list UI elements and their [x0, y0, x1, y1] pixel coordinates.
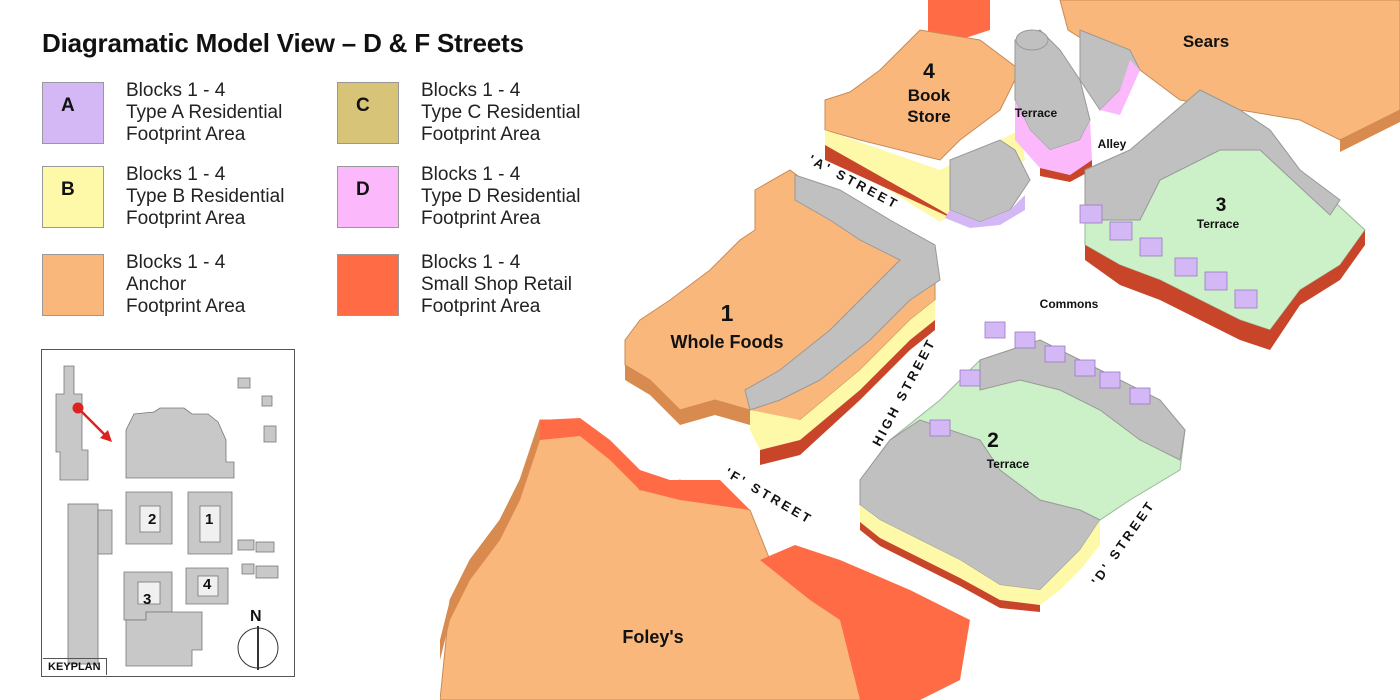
legend-line: Blocks 1 - 4 — [126, 252, 245, 274]
legend-line: Blocks 1 - 4 — [126, 164, 284, 186]
legend-letter: D — [356, 179, 370, 201]
keyplan-block-label: 4 — [203, 576, 211, 593]
legend-line: Footprint Area — [126, 124, 282, 146]
keyplan-block-label: 3 — [143, 591, 151, 608]
block-2-number: 2 — [987, 429, 999, 452]
keyplan-parcel — [98, 510, 112, 554]
commons-label: Commons — [1040, 297, 1099, 311]
foleys-label: Foley's — [622, 627, 683, 647]
keyplan-block-label: 2 — [148, 511, 156, 528]
block-4-terrace-label: Terrace — [1015, 106, 1058, 120]
keyplan-south-anchor — [126, 612, 202, 666]
keyplan-parcel — [238, 378, 250, 388]
legend-swatch-small-shop-retail — [337, 254, 399, 316]
legend-swatch-type-c: C — [337, 82, 399, 144]
keyplan-label: KEYPLAN — [43, 658, 107, 675]
keyplan-parcel — [238, 540, 254, 550]
legend-line: Footprint Area — [126, 208, 284, 230]
sears-label: Sears — [1183, 32, 1229, 51]
block-2-terrace-label: Terrace — [987, 457, 1030, 471]
keyplan-parcel — [256, 566, 278, 578]
keyplan-parcel — [264, 426, 276, 442]
block-1-number: 1 — [721, 300, 734, 326]
block-4-name-line2: Store — [907, 107, 950, 126]
keyplan-north-arrow — [238, 626, 278, 670]
keyplan-parcel — [256, 542, 274, 552]
block-4-name-line1: Book — [908, 86, 951, 105]
keyplan-parcel — [242, 564, 254, 574]
legend-swatch-type-b: B — [42, 166, 104, 228]
keyplan-parcel — [262, 396, 272, 406]
model-view: 4 Book Store Terrace Sears Alley 3 Terra… — [440, 0, 1400, 700]
block-4-number: 4 — [923, 60, 935, 83]
block-3-number: 3 — [1216, 195, 1227, 216]
alley-label: Alley — [1098, 137, 1127, 151]
model-view-drawing: 4 Book Store Terrace Sears Alley 3 Terra… — [440, 0, 1400, 700]
legend-line: Type A Residential — [126, 102, 282, 124]
legend-line: Footprint Area — [126, 296, 245, 318]
legend-line: Anchor — [126, 274, 245, 296]
block-1-name: Whole Foods — [671, 332, 784, 352]
keyplan-west-building — [56, 366, 88, 480]
legend-line: Type B Residential — [126, 186, 284, 208]
keyplan-north-anchor — [126, 408, 234, 478]
legend-line: Blocks 1 - 4 — [126, 80, 282, 102]
legend-letter: A — [61, 95, 75, 117]
keyplan: 2 1 3 4 N KEYPLAN — [41, 349, 295, 677]
legend-swatch-type-d: D — [337, 166, 399, 228]
keyplan-block-label: 1 — [205, 511, 213, 528]
legend-letter: B — [61, 179, 75, 201]
legend-letter: C — [356, 95, 370, 117]
keyplan-west-retail — [68, 504, 98, 664]
legend-swatch-anchor — [42, 254, 104, 316]
legend-swatch-type-a: A — [42, 82, 104, 144]
block-3-terrace-label: Terrace — [1197, 217, 1240, 231]
keyplan-north-label: N — [250, 608, 262, 626]
keyplan-drawing — [42, 350, 294, 676]
